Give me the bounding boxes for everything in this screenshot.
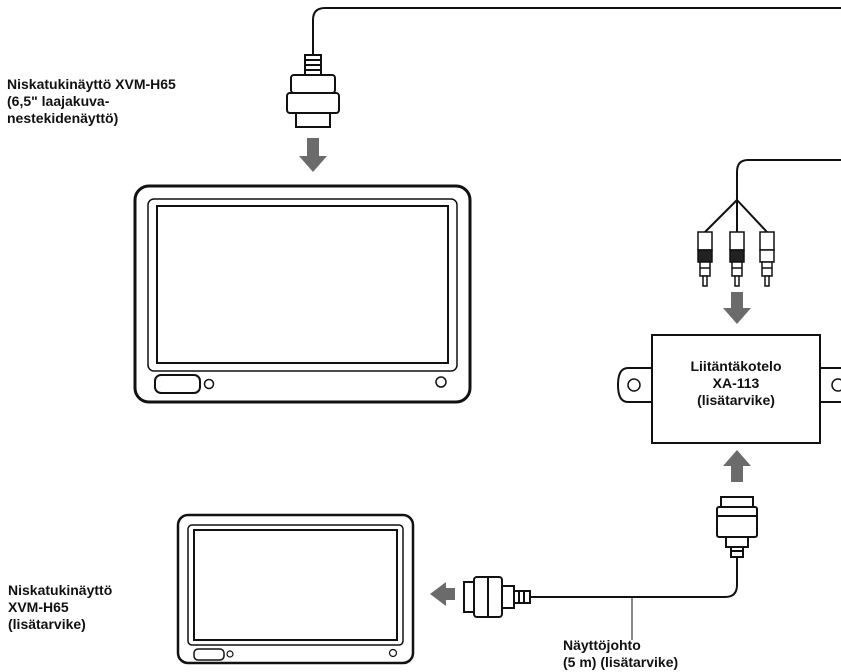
- connection-box: [616, 334, 841, 444]
- top-monitor-outline: [133, 184, 472, 404]
- arrow-left-icon: [430, 582, 455, 606]
- top-cable: [312, 7, 841, 55]
- bottom-monitor-label: Niskatukinäyttö XVM-H65 (lisätarvike): [8, 582, 113, 632]
- rca-cable: [736, 159, 841, 200]
- monitor-cable: [530, 555, 738, 598]
- rca-plugs: [697, 231, 775, 287]
- bottom-monitor-outline: [176, 513, 415, 665]
- top-monitor-label: Niskatukinäyttö XVM-H65 (6,5" laajakuva-…: [7, 76, 176, 126]
- monitor-cable-label: Näyttöjohto (5 m) (lisätarvike): [563, 637, 679, 670]
- monitor-plug: [463, 576, 531, 618]
- rca-branch-left: [704, 199, 738, 233]
- arrow-down-icon: [299, 138, 327, 172]
- top-plug-connector: [286, 54, 340, 128]
- arrow-down-icon: [723, 292, 751, 324]
- rca-branch-right: [736, 199, 768, 233]
- arrow-up-icon: [723, 450, 751, 482]
- connection-box-label: Liitäntäkotelo XA-113 (lisätarvike): [690, 358, 782, 408]
- bottom-connector: [716, 496, 758, 558]
